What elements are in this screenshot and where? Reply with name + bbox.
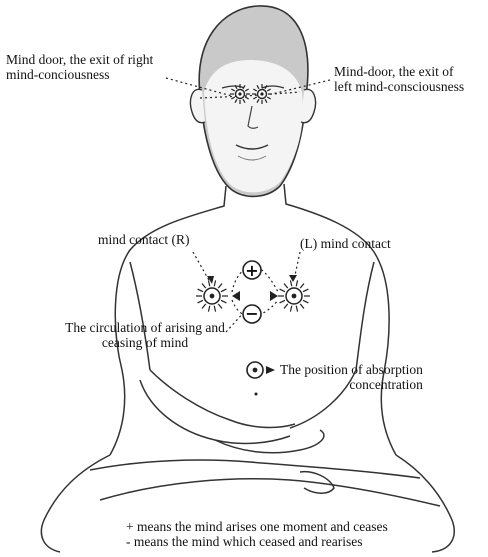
left-mind-door-label: Mind-door, the exit of left mind-conscio… bbox=[334, 64, 464, 94]
ray bbox=[221, 300, 226, 303]
mind-contact-l-label: (L) mind contact bbox=[300, 236, 391, 251]
svg-text:+: + bbox=[245, 261, 258, 280]
circulation-label: The circulation of arising and ceasing o… bbox=[40, 320, 250, 350]
ray bbox=[303, 289, 308, 292]
ray bbox=[296, 306, 297, 312]
ray bbox=[218, 304, 222, 309]
ray bbox=[208, 306, 209, 312]
mind-contact-right-symbol bbox=[196, 280, 228, 311]
ray bbox=[202, 304, 206, 309]
ray bbox=[280, 289, 285, 292]
right-mind-door-label: Mind door, the exit of right mind-concio… bbox=[6, 52, 153, 82]
mind-contact-r-label: mind contact (R) bbox=[98, 232, 189, 247]
left-mind-door-label-text: Mind-door, the exit of left mind-conscio… bbox=[334, 64, 464, 94]
ray bbox=[290, 280, 291, 286]
ray bbox=[300, 304, 304, 309]
ray bbox=[198, 289, 203, 292]
ray bbox=[218, 283, 222, 288]
ray bbox=[280, 300, 285, 303]
mind-contact-left-symbol bbox=[278, 280, 310, 311]
absorption-label: The position of absorption concentration bbox=[280, 362, 423, 392]
circulation-label-text: The circulation of arising and ceasing o… bbox=[40, 320, 250, 350]
ray bbox=[214, 306, 215, 312]
ray bbox=[290, 306, 291, 312]
legend-minus-line: - means the mind which ceased and rearis… bbox=[126, 534, 388, 549]
ray bbox=[303, 300, 308, 303]
absorption-label-text: The position of absorption concentration bbox=[280, 362, 423, 392]
ray bbox=[300, 283, 304, 288]
arising-plus-symbol: + bbox=[243, 261, 261, 280]
ray bbox=[214, 280, 215, 286]
ray bbox=[284, 283, 288, 288]
legend-plus-line: + means the mind arises one moment and c… bbox=[126, 519, 388, 534]
right-mind-door-label-text: Mind door, the exit of right mind-concio… bbox=[6, 52, 153, 82]
figure-head bbox=[190, 6, 315, 196]
absorption-point-symbol bbox=[247, 362, 263, 396]
ray bbox=[208, 280, 209, 286]
ray bbox=[221, 289, 226, 292]
ray bbox=[284, 304, 288, 309]
ray bbox=[198, 300, 203, 303]
ray bbox=[296, 280, 297, 286]
legend: + means the mind arises one moment and c… bbox=[126, 519, 388, 549]
ray bbox=[202, 283, 206, 288]
